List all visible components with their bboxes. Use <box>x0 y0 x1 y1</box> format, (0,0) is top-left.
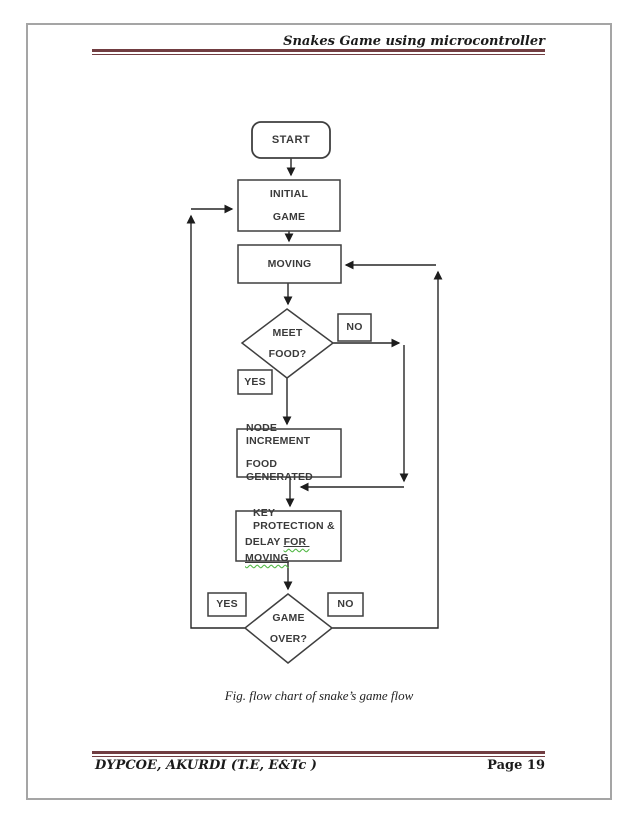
key-protection-line3: MOVING <box>245 552 289 565</box>
key-protection-line2: DELAY FOR <box>245 536 310 548</box>
key-protection-line1: KEY PROTECTION & <box>253 507 335 532</box>
game-over-decision-shape <box>243 593 334 664</box>
no-label-box-2-shape <box>327 592 364 617</box>
node-increment-shape <box>236 428 342 478</box>
node-increment-label: NODE INCREMENT FOOD GENERATED <box>237 422 341 483</box>
page-number: Page 19 <box>487 758 545 773</box>
no-label-1: NO <box>346 321 363 333</box>
grammar-underlined-word: MOVING <box>245 552 289 564</box>
meet-food-decision-shape <box>240 308 335 379</box>
yes-label-2: YES <box>216 598 238 610</box>
no-label-2: NO <box>337 598 354 610</box>
start-node-label: START <box>271 133 311 146</box>
yes-label-box-1-shape <box>237 369 273 395</box>
initial-game-node-shape <box>237 179 341 232</box>
meet-food-decision-label: MEET FOOD? <box>242 309 333 378</box>
figure-caption: Fig. flow chart of snake’s game flow <box>224 688 414 703</box>
yes-label-box-2-shape <box>207 592 247 617</box>
header-rule <box>92 49 545 55</box>
key-protection-shape <box>235 510 342 562</box>
connector-gameover-yes-loop <box>186 214 245 629</box>
footer-rule <box>92 751 545 757</box>
footer-institution: DYPCOE, AKURDI (T.E, E&Tc ) <box>95 758 317 773</box>
game-over-line2: OVER? <box>269 632 308 645</box>
initial-game-line2: GAME <box>272 210 306 223</box>
key-protection-label: KEY PROTECTION & DELAY FOR MOVING <box>236 507 341 564</box>
initial-game-line1: INITIAL <box>269 187 309 200</box>
no-label-box-1-shape <box>337 313 372 342</box>
game-over-decision-label: GAME OVER? <box>245 594 332 663</box>
moving-node-label: MOVING <box>267 257 312 270</box>
game-over-line1: GAME <box>272 611 305 624</box>
yes-label-1: YES <box>244 375 266 388</box>
header-title: Snakes Game using microcontroller <box>283 34 545 49</box>
meet-food-line1: MEET <box>272 326 303 339</box>
moving-node-shape <box>237 244 342 284</box>
node-increment-line2: FOOD GENERATED <box>246 458 313 483</box>
connector-gameover-no-loop <box>332 270 443 629</box>
meet-food-line2: FOOD? <box>268 347 307 360</box>
grammar-underlined-word: FOR <box>283 536 310 548</box>
start-node-shape <box>251 121 331 159</box>
initial-game-node-label: INITIAL GAME <box>238 180 340 231</box>
node-increment-line1: NODE INCREMENT <box>246 422 311 447</box>
